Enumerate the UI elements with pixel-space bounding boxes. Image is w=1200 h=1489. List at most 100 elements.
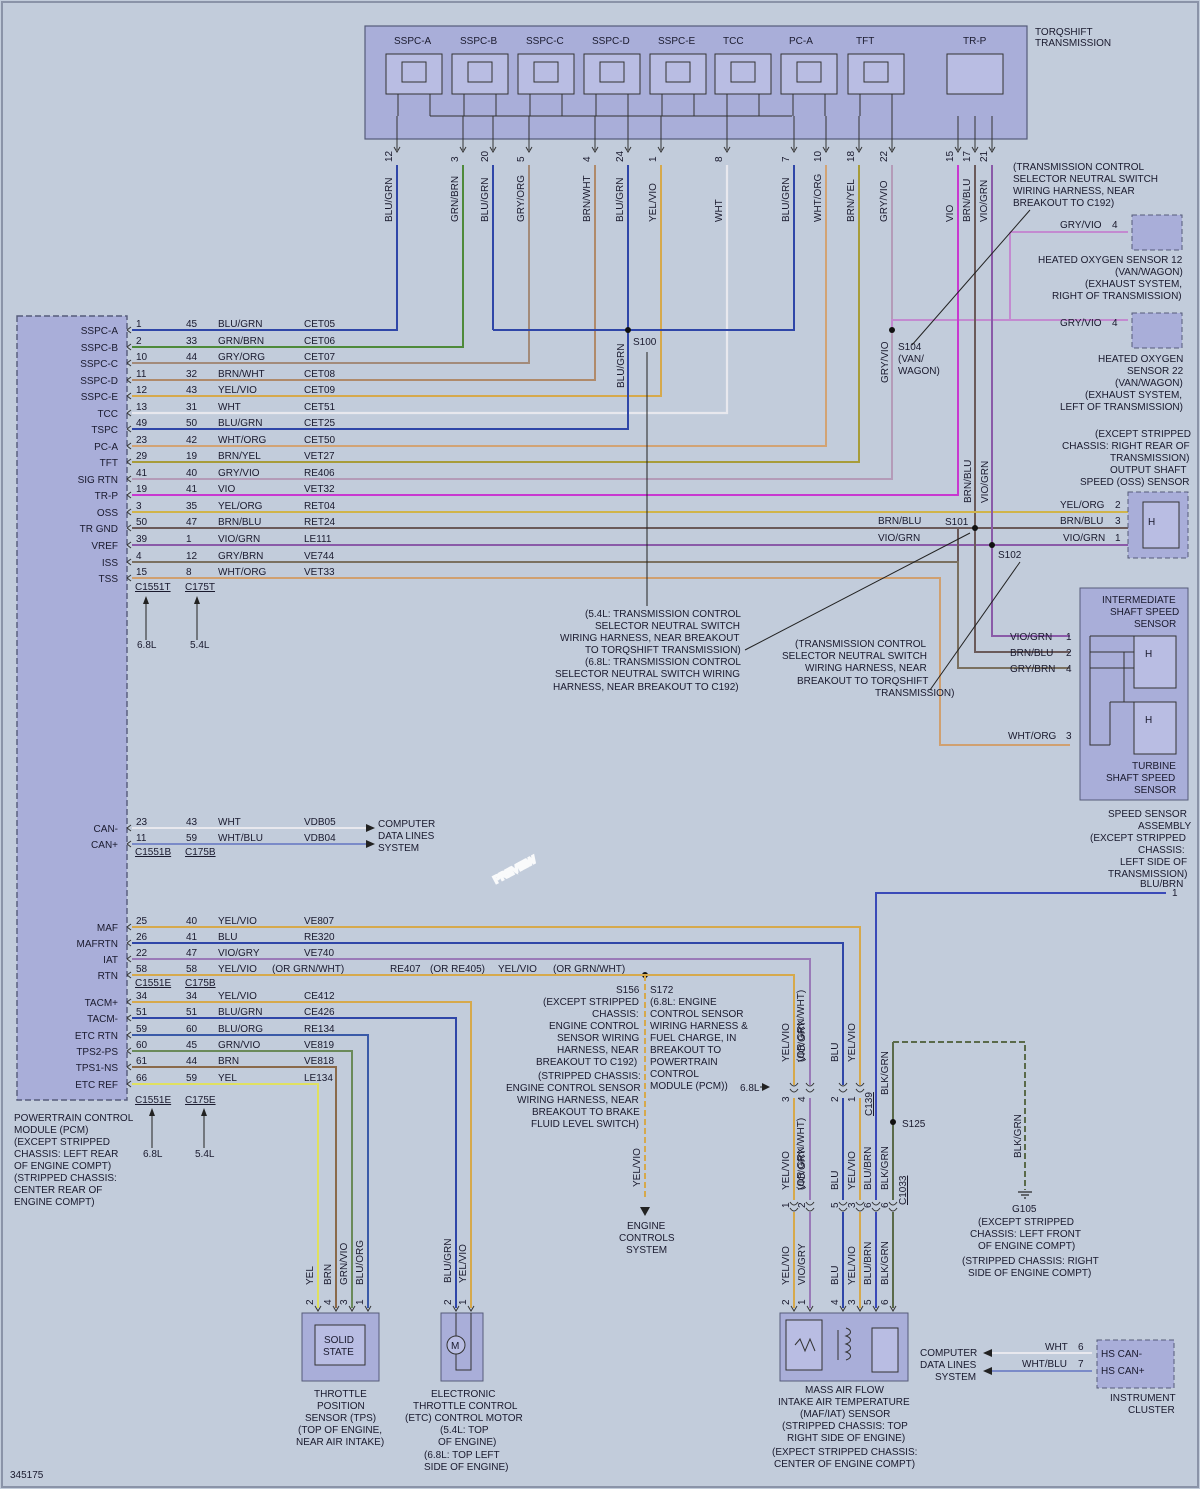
s156-note-1: CHASSIS:	[592, 1009, 639, 1020]
trans-pin-n-12: 15	[945, 150, 956, 162]
pcm-circuit-pcm_rows_maf-1: RE320	[304, 932, 335, 943]
solenoid-leads-4	[661, 94, 695, 116]
maf-bot-color-5: BLK/GRN	[880, 1241, 891, 1285]
tss-hall-box	[1133, 701, 1177, 755]
pcm-sig-pcm_rows_top-4: SSPC-E	[81, 392, 119, 403]
splice-s102-dot	[989, 542, 995, 548]
trans-pin-arrow-9	[822, 146, 830, 153]
pcm-circuit-pcm_rows_tps-4: VE818	[304, 1056, 334, 1067]
trans-pin-n-11: 22	[879, 150, 890, 162]
cluster-pin1-n: 7	[1078, 1359, 1084, 1370]
pcm-p1-pcm_rows_tps-4: 61	[136, 1056, 148, 1067]
pcm-p2-pcm_rows_top-11: 35	[186, 501, 198, 512]
pcm-p2-pcm_rows_maf-0: 40	[186, 916, 198, 927]
pcm-color-pcm_rows_tps-4: BRN	[218, 1056, 239, 1067]
trans-pin-arrow-1	[459, 146, 467, 153]
pcm-color-pcm_rows_maf-1: BLU	[218, 932, 237, 943]
maf-top-n-0: 3	[781, 1096, 792, 1102]
pcm-sig-pcm_rows_top-11: OSS	[97, 508, 118, 519]
ssa-label-4: LEFT SIDE OF	[1120, 857, 1187, 868]
trans-pin-color-1: GRN/BRN	[450, 176, 461, 222]
pcm-p1-pcm_rows_top-11: 3	[136, 501, 142, 512]
speed-sensor-assembly: INTERMEDIATE SHAFT SPEED SENSOR H H TURB…	[1008, 587, 1191, 880]
note-tcsns-c192: (TRANSMISSION CONTROL SELECTOR NEUTRAL S…	[911, 162, 1158, 346]
pcm-p1-pcm_rows_top-14: 4	[136, 551, 142, 562]
pcm-sig-pcm_rows_top-1: SSPC-B	[81, 343, 119, 354]
note-tcsns2-3: TO TORQSHIFT TRANSMISSION)	[585, 645, 741, 656]
connector-c1551t: C1551T	[135, 582, 171, 593]
solenoid-coil-0	[401, 61, 427, 83]
maf-bot-arrow-4	[872, 1305, 880, 1312]
maf-bot-color-0: YEL/VIO	[781, 1246, 792, 1285]
wire-sig-rtn	[132, 165, 893, 480]
connector-arrowhead-68-bot	[149, 1108, 155, 1116]
s156-note-3: SENSOR WIRING	[557, 1033, 639, 1044]
note-tcsns1-1: SELECTOR NEUTRAL SWITCH	[1013, 174, 1158, 185]
pcm-circuit-pcm_rows_maf-2: VE740	[304, 948, 334, 959]
maf-thermistor-box	[785, 1319, 823, 1371]
pcm-p2-pcm_rows_top-9: 40	[186, 468, 198, 479]
pcm-circuit-pcm_rows_can-0: VDB05	[304, 817, 336, 828]
blu-brn-color: BLU/BRN	[1140, 879, 1183, 890]
oss-pin1-color: BRN/BLU	[1060, 516, 1103, 527]
connector-c175e-tps: C175E	[185, 1095, 216, 1106]
wire-tspc-main	[132, 330, 629, 430]
oss-pin1-n: 3	[1115, 516, 1121, 527]
maf-top-color-2: BLU	[830, 1043, 841, 1062]
trans-pin-arrow-0	[393, 146, 401, 153]
pcm-sig-pcm_rows_maf-3: RTN	[98, 971, 118, 982]
maf-top-n-3: 1	[847, 1096, 858, 1102]
pcm-color-pcm_rows_can-0: WHT	[218, 817, 241, 828]
pcm-caption-3: CHASSIS: LEFT REAR	[14, 1149, 118, 1160]
wire-ho2s22-gry-vio	[891, 319, 1128, 330]
trans-pin-arrow-11	[888, 146, 896, 153]
pcm-p1-pcm_rows_top-1: 2	[136, 336, 142, 347]
oss-pin2-color: VIO/GRN	[1063, 533, 1105, 544]
iss-hall-box	[1133, 635, 1177, 689]
pcm-color-pcm_rows_top-5: WHT	[218, 402, 241, 413]
ssa-pin0-color: VIO/GRN	[1010, 632, 1052, 643]
instrument-cluster: HS CAN- HS CAN+ INSTRUMENT CLUSTER WHT 6…	[920, 1339, 1176, 1416]
s172-note-3: FUEL CHARGE, IN	[650, 1033, 736, 1044]
s156-note-5: BREAKOUT TO C192)	[536, 1057, 637, 1068]
trans-pin-n-14: 21	[979, 150, 990, 162]
g105-label: G105	[1012, 1204, 1037, 1215]
tps-label-4: NEAR AIR INTAKE)	[296, 1437, 384, 1448]
pcm-p2-pcm_rows_tps-0: 34	[186, 991, 198, 1002]
trans-pin-color-0: BLU/GRN	[384, 178, 395, 222]
etc-label-3: (5.4L: TOP	[440, 1425, 489, 1436]
wire-sspc-d	[132, 165, 596, 381]
pcm-circuit-pcm_rows_tps-1: CE426	[304, 1007, 335, 1018]
maf-top-color-3: YEL/VIO	[847, 1023, 858, 1062]
ho2s12-label-2: (EXHAUST SYSTEM,	[1085, 279, 1182, 290]
pcm-p2-pcm_rows_top-15: 8	[186, 567, 192, 578]
maf-top-n-1: 4	[797, 1096, 808, 1102]
note-tcsns3-0: (TRANSMISSION CONTROL	[795, 639, 927, 650]
pcm-sig-pcm_rows_tps-2: ETC RTN	[75, 1031, 118, 1042]
ssa-label-3: CHASSIS:	[1138, 845, 1185, 856]
wire-sspc-a	[132, 165, 398, 331]
pcm-p1-pcm_rows_tps-0: 34	[136, 991, 148, 1002]
rtn-alt-3: (OR GRN/WHT)	[553, 964, 625, 975]
s156-note-7: ENGINE CONTROL SENSOR	[506, 1083, 641, 1094]
trans-pin-color-3: GRY/ORG	[516, 175, 527, 222]
solenoid-coil-7	[863, 61, 889, 83]
solenoid-leads-1	[463, 94, 497, 116]
solenoid-coil-4	[665, 61, 691, 83]
pcm-sig-pcm_rows_can-0: CAN-	[94, 824, 118, 835]
pcm-caption-5: (STRIPPED CHASSIS:	[14, 1173, 117, 1184]
trans-pin-n-8: 7	[781, 156, 792, 162]
pcm-p1-pcm_rows_maf-1: 26	[136, 932, 148, 943]
cluster-label-1: CLUSTER	[1128, 1405, 1175, 1416]
pcm-p2-pcm_rows_tps-4: 44	[186, 1056, 198, 1067]
pcm-color-pcm_rows_top-2: GRY/ORG	[218, 352, 265, 363]
solenoid-coil-1	[467, 61, 493, 83]
solenoid-leads-5	[726, 94, 760, 116]
note-tcsns3-3: BREAKOUT TO TORQSHIFT	[797, 676, 928, 687]
pcm-circuit-pcm_rows_top-1: CET06	[304, 336, 336, 347]
pcm-p2-pcm_rows_tps-5: 59	[186, 1073, 198, 1084]
cluster-pin0-n: 6	[1078, 1342, 1084, 1353]
pcm-color-pcm_rows_top-15: WHT/ORG	[218, 567, 267, 578]
